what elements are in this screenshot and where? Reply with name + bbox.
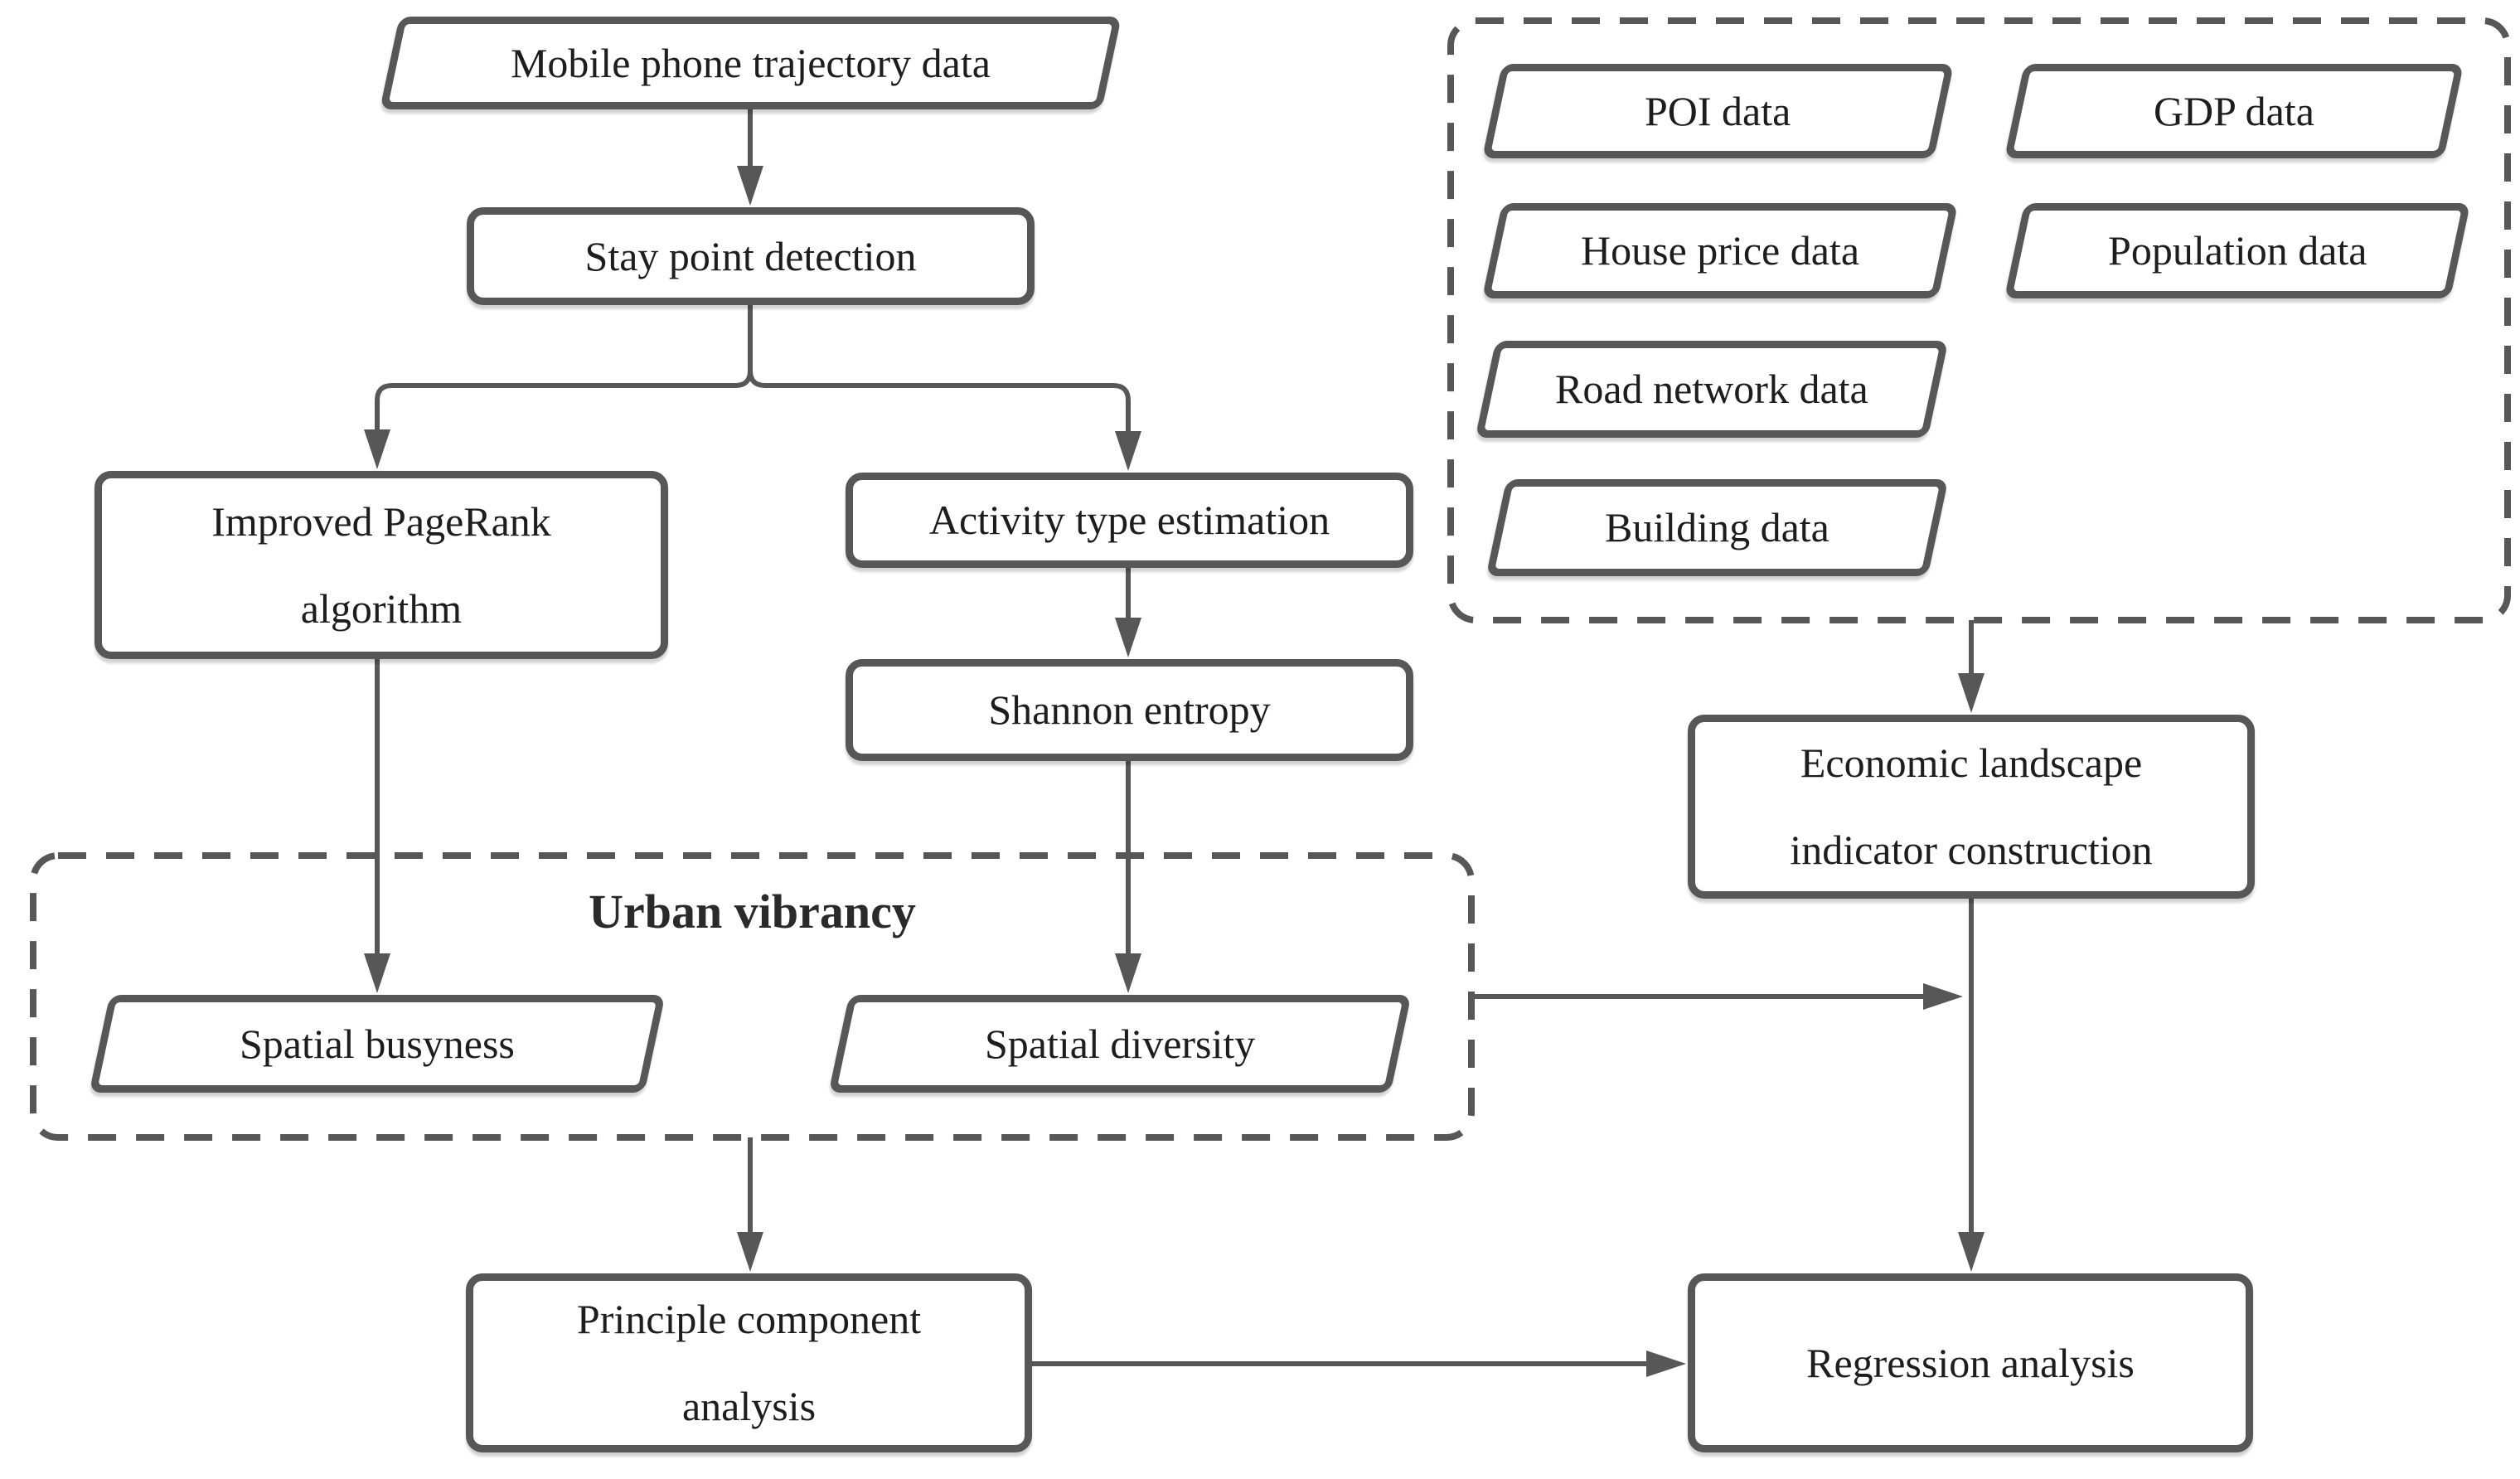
node-principle-component-analysis: Principle component analysis <box>466 1273 1032 1452</box>
node-spatial-diversity: Spatial diversity <box>828 995 1412 1093</box>
node-label: House price data <box>1581 227 1859 274</box>
node-population-data: Population data <box>2004 203 2471 298</box>
node-label: Shannon entropy <box>988 686 1271 734</box>
node-label: Building data <box>1605 504 1829 551</box>
node-activity-type-estimation: Activity type estimation <box>846 473 1413 568</box>
datasets-container <box>1447 17 2511 623</box>
arrow-mobile-to-staypoint <box>737 109 763 206</box>
node-label: Stay point detection <box>584 232 917 279</box>
node-improved-pagerank-algorithm: Improved PageRank algorithm <box>94 471 668 659</box>
node-label: Population data <box>2107 227 2367 274</box>
node-building-data: Building data <box>1485 479 1949 576</box>
node-road-network-data: Road network data <box>1475 341 1949 438</box>
node-house-price-data: House price data <box>1481 203 1959 298</box>
node-label: Improved PageRank algorithm <box>211 497 551 632</box>
arrow-shannon-to-diversity <box>1115 761 1141 993</box>
node-mobile-phone-trajectory-data: Mobile phone trajectory data <box>380 17 1122 109</box>
node-label: Mobile phone trajectory data <box>511 39 991 86</box>
arrow-vibrancy-to-pca <box>737 1137 763 1272</box>
node-label: Activity type estimation <box>928 497 1330 544</box>
node-label: Spatial diversity <box>984 1020 1256 1067</box>
node-label: POI data <box>1645 87 1791 134</box>
node-label: Regression analysis <box>1806 1339 2135 1386</box>
arrow-datasets-to-econ <box>1958 620 1984 713</box>
node-label: Road network data <box>1555 366 1868 413</box>
arrow-pagerank-to-busyness <box>364 659 390 993</box>
arrow-staypoint-to-activity <box>748 370 1141 471</box>
node-label: Spatial busyness <box>240 1020 515 1067</box>
node-label: GDP data <box>2154 87 2314 134</box>
arrow-staypoint-to-pagerank <box>364 305 753 469</box>
node-gdp-data: GDP data <box>2004 64 2464 158</box>
node-regression-analysis: Regression analysis <box>1688 1273 2253 1452</box>
arrow-activity-to-shannon <box>1115 568 1141 657</box>
urban-vibrancy-label: Urban vibrancy <box>589 885 916 938</box>
node-spatial-busyness: Spatial busyness <box>89 995 666 1093</box>
node-label: Principle component analysis <box>576 1296 922 1429</box>
arrow-econ-to-regression <box>1958 899 1984 1272</box>
node-poi-data: POI data <box>1481 64 1955 158</box>
node-stay-point-detection: Stay point detection <box>467 207 1035 305</box>
arrow-vibrancy-to-junction <box>1471 983 1963 1010</box>
node-economic-landscape-indicator-construction: Economic landscape indicator constructio… <box>1688 715 2255 899</box>
node-shannon-entropy: Shannon entropy <box>846 659 1413 761</box>
node-label: Economic landscape indicator constructio… <box>1790 740 2153 873</box>
arrow-pca-to-regression <box>1032 1350 1686 1377</box>
